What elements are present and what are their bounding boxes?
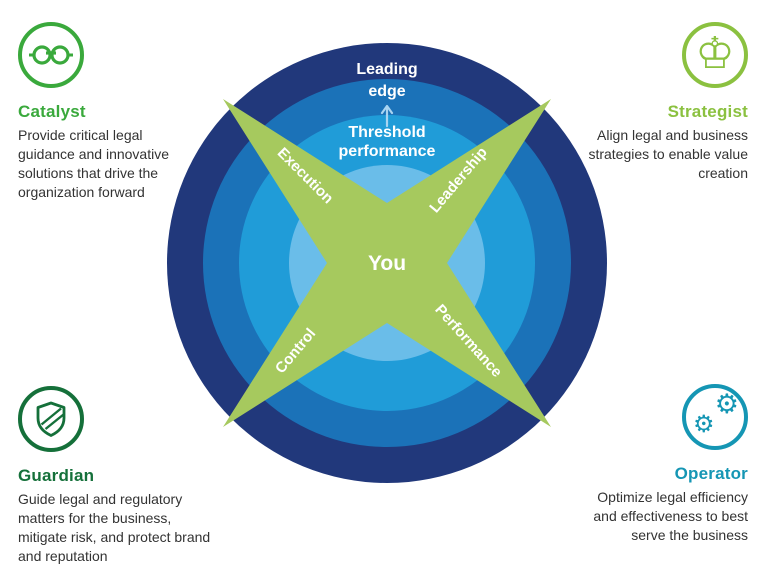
four-point-star	[223, 99, 551, 427]
gear-icon-top: ⚙	[714, 389, 739, 420]
strategist-description: Align legal and business strategies to e…	[588, 127, 748, 181]
quadrant-catalyst: Catalyst Provide critical legal guidance…	[18, 22, 196, 202]
guardian-title: Guardian	[18, 466, 95, 485]
leading-label: Leading	[356, 61, 417, 78]
gear-icon-bottom: ⚙	[693, 410, 715, 438]
chess-king-icon: ♔	[682, 22, 748, 88]
guardian-description: Guide legal and regulatory matters for t…	[18, 491, 211, 564]
threshold-label-line2: performance	[339, 143, 436, 160]
quadrant-strategist: ♔ Strategist Align legal and business st…	[556, 22, 748, 183]
shield-icon-art	[36, 401, 66, 437]
catalyst-title: Catalyst	[18, 102, 86, 121]
operator-description: Optimize legal efficiency and effectiven…	[593, 489, 748, 543]
threshold-label-line1: Threshold	[348, 124, 425, 141]
you-label: You	[368, 252, 406, 275]
strategist-title: Strategist	[667, 102, 748, 121]
shield-icon	[18, 386, 84, 452]
quadrant-guardian: Guardian Guide legal and regulatory matt…	[18, 386, 218, 566]
operator-title: Operator	[674, 464, 748, 483]
up-arrow-icon	[380, 104, 394, 128]
quadrant-operator: ⚙ ⚙ Operator Optimize legal efficiency a…	[580, 384, 748, 545]
glasses-icon	[18, 22, 84, 88]
catalyst-description: Provide critical legal guidance and inno…	[18, 127, 170, 200]
maturity-rings-diagram: Leading edge Threshold performance Execu…	[167, 43, 607, 483]
glasses-icon-art	[29, 45, 73, 65]
edge-label: edge	[368, 83, 405, 100]
gears-icon: ⚙ ⚙	[682, 384, 748, 450]
chess-king-glyph: ♔	[695, 28, 735, 79]
